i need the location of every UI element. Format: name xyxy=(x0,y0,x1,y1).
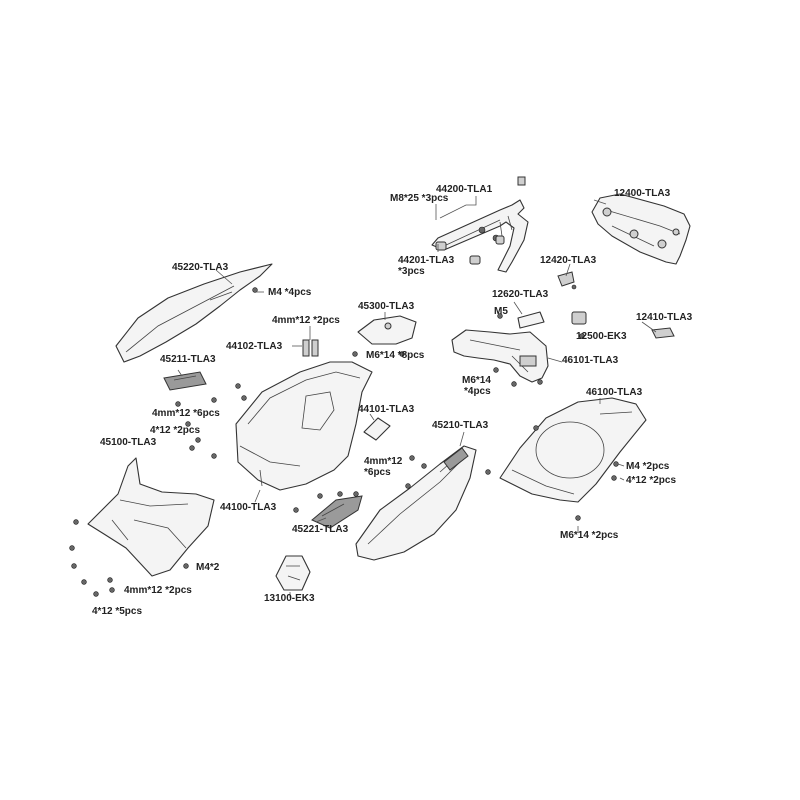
label-m4x2: M4*2 xyxy=(196,562,220,573)
reflector-12410-part xyxy=(651,327,675,339)
label-45220-tla3: 45220-TLA3 xyxy=(172,262,229,273)
rear-carrier-part xyxy=(431,176,529,273)
label-44201-qty: *3pcs xyxy=(398,266,425,277)
label-m5: M5 xyxy=(494,306,508,317)
label-4x12-2pcs-a: 4*12 *2pcs xyxy=(150,425,201,436)
storage-box-part xyxy=(235,361,373,491)
label-44100-tla3: 44100-TLA3 xyxy=(220,502,277,513)
label-44200-tla1: 44200-TLA1 xyxy=(436,184,493,195)
label-m8x25-3pcs: M8*25 *3pcs xyxy=(390,193,449,204)
label-m6x14-4-qty: *4pcs xyxy=(464,386,491,397)
label-45300-tla3: 45300-TLA3 xyxy=(358,301,415,312)
label-m4-2pcs: M4 *2pcs xyxy=(626,461,670,472)
label-4mm12-6b-qty: *6pcs xyxy=(364,467,391,478)
label-m6x14-2pcs: M6*14 *2pcs xyxy=(560,530,619,541)
label-m6x14-4: M6*14 xyxy=(462,375,491,386)
label-44201-tla3: 44201-TLA3 xyxy=(398,255,455,266)
carrier-bolts xyxy=(435,226,505,265)
label-45210-tla3: 45210-TLA3 xyxy=(432,420,489,431)
label-4x12-2pcs-b: 4*12 *2pcs xyxy=(626,475,677,486)
label-44101-tla3: 44101-TLA3 xyxy=(358,404,415,415)
label-m6x14-8pcs: M6*14 *8pcs xyxy=(366,350,425,361)
side-cover-45210-part xyxy=(355,445,477,561)
label-12500-ek3: 12500-EK3 xyxy=(576,331,627,342)
label-46101-tla3: 46101-TLA3 xyxy=(562,355,619,366)
side-cover-45220-part xyxy=(115,263,273,363)
license-plate-12620-part xyxy=(517,311,545,329)
fastener-screws xyxy=(69,287,619,597)
grip-45211-part xyxy=(163,371,207,391)
rear-fender-part xyxy=(451,329,549,383)
label-13100-ek3: 13100-EK3 xyxy=(264,593,315,604)
rear-inner-cover-part xyxy=(499,397,647,503)
label-4mm12-6b: 4mm*12 xyxy=(364,456,403,467)
label-12400-tla3: 12400-TLA3 xyxy=(614,188,671,199)
label-12620-tla3: 12620-TLA3 xyxy=(492,289,549,300)
grip-45221-part xyxy=(311,495,363,529)
front-cover-45100-part xyxy=(87,457,215,577)
label-12410-tla3: 12410-TLA3 xyxy=(636,312,693,323)
clip-44102-part xyxy=(302,339,319,357)
seat-latch-part xyxy=(275,555,311,591)
reflector-12420-part xyxy=(557,271,577,290)
label-4mm12-2pcs-b: 4mm*12 *2pcs xyxy=(124,585,192,596)
gasket-44101-part xyxy=(363,417,391,441)
leader-lines xyxy=(177,196,657,598)
label-m4-4pcs: M4 *4pcs xyxy=(268,287,312,298)
label-4mm12-6pcs: 4mm*12 *6pcs xyxy=(152,408,220,419)
label-45211-tla3: 45211-TLA3 xyxy=(160,354,216,365)
label-4x12-5pcs: 4*12 *5pcs xyxy=(92,606,143,617)
tail-light-part xyxy=(591,193,691,265)
lamp-12500-part xyxy=(571,311,587,325)
label-46100-tla3: 46100-TLA3 xyxy=(586,387,643,398)
label-4mm12-2pcs-a: 4mm*12 *2pcs xyxy=(272,315,340,326)
label-45100-tla3: 45100-TLA3 xyxy=(100,437,157,448)
label-12420-tla3: 12420-TLA3 xyxy=(540,255,597,266)
under-seat-cover-part xyxy=(357,315,417,345)
label-44102-tla3: 44102-TLA3 xyxy=(226,341,283,352)
label-45221-tla3: 45221-TLA3 xyxy=(292,524,349,535)
